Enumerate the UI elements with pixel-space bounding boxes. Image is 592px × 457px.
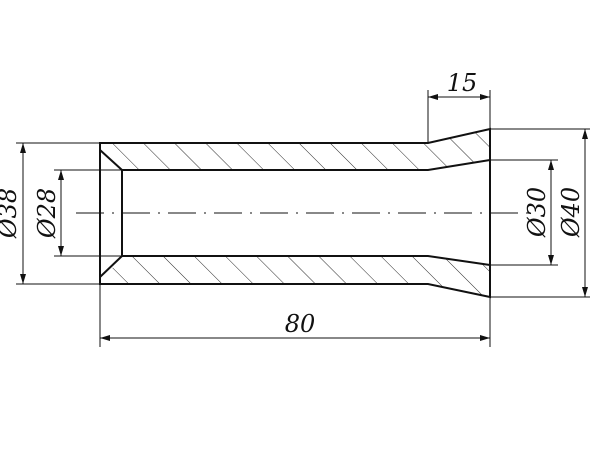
hatch-bottom-wall [100,256,490,297]
dimension-outer-right-label: Ø40 [557,187,585,238]
bore-bottom-line [122,255,491,266]
bore-top-line [122,159,491,171]
chamfer-bottom [99,255,123,278]
hatch-top-wall [100,129,490,170]
dimension-length-label: 80 [285,310,316,338]
dimension-taper-label: 15 [447,69,478,97]
dimension-outer-left-label: Ø38 [0,188,22,239]
dimension-inner-right-label: Ø30 [523,187,551,238]
dimension-inner-left-label: Ø28 [33,188,61,239]
chamfer-top [99,149,123,171]
